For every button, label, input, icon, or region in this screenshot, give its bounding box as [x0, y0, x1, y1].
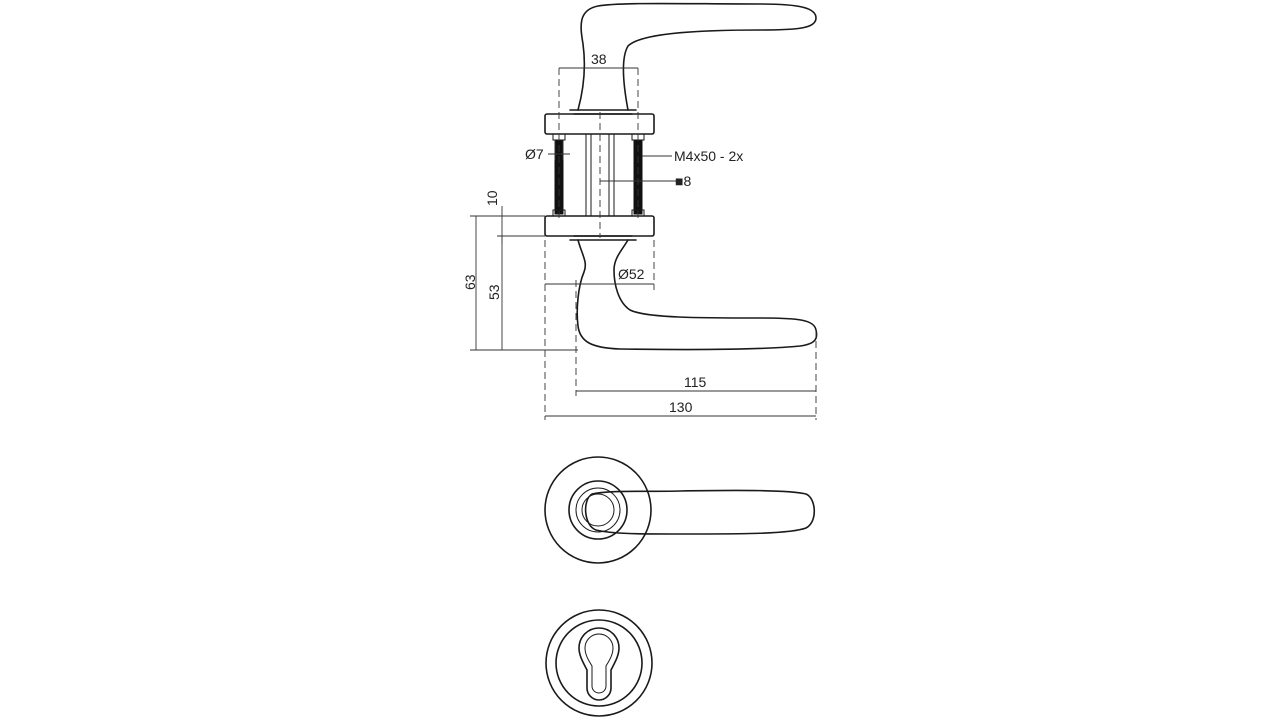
front-rose-outer: [544, 456, 652, 564]
dimensions: 38 Ø7 M4x50 - 2x ■8 10 63 53 Ø52 115 130: [462, 51, 816, 417]
dim-diameter-7: Ø7: [525, 146, 544, 162]
dim-130: 130: [669, 399, 693, 415]
dim-53: 53: [486, 284, 502, 300]
front-lever: [584, 489, 816, 535]
escutcheon-outer: [545, 609, 653, 717]
dim-spindle: ■8: [675, 173, 691, 189]
dim-10: 10: [484, 190, 500, 206]
lower-rose-plate: [544, 215, 655, 237]
dim-115: 115: [684, 374, 707, 390]
lower-neck: [569, 235, 637, 241]
cylinder-cutout-inner: [584, 633, 614, 694]
front-view: [544, 456, 816, 564]
dim-diameter-52: Ø52: [618, 266, 645, 282]
cylinder-cutout-outer: [578, 627, 620, 701]
upper-lever: [577, 2, 817, 111]
dim-screw: M4x50 - 2x: [674, 148, 743, 164]
dim-38: 38: [591, 51, 607, 67]
side-view: [544, 2, 818, 420]
lower-lever: [576, 239, 818, 351]
escutcheon-view: [545, 609, 653, 717]
dim-63: 63: [462, 274, 478, 290]
